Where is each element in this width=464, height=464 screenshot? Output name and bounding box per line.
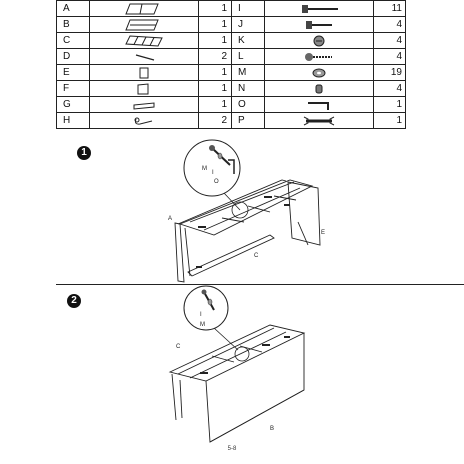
callout-label: O (214, 179, 219, 185)
part-qty: 1 (372, 112, 407, 129)
part-label: A (168, 216, 172, 222)
part-label: C (254, 253, 259, 259)
step-2-fasteners (200, 336, 290, 374)
callout-label: I (212, 170, 214, 176)
callout-label: M (202, 166, 207, 172)
part-qty: 4 (372, 32, 407, 49)
page-number: 5-8 (227, 446, 237, 452)
step-2-callout-circle (183, 285, 229, 331)
parts-table: A 1 I 11 B 1 J 4 C (55, 0, 407, 129)
step-2-callout-detail (201, 289, 215, 311)
part-letter: C (55, 32, 91, 49)
part-letter: L (231, 48, 266, 65)
step-1-badge: 1 (77, 146, 91, 160)
part-letter: P (231, 112, 266, 129)
wrench-icon (264, 112, 374, 129)
part-letter: H (55, 112, 91, 129)
section-divider (56, 284, 464, 285)
step-2-drawing (168, 324, 306, 443)
callout-label: M (200, 322, 205, 328)
parts-row: B 1 J 4 (55, 16, 407, 33)
parts-row: H 2 P 1 (55, 112, 407, 129)
part-label: B (270, 426, 274, 432)
part-label: C (176, 344, 181, 350)
step-1-callout-circle (183, 139, 241, 197)
step-2-badge: 2 (67, 294, 81, 308)
parts-row: E 1 M 19 (55, 64, 407, 81)
part-label: E (321, 230, 325, 236)
parts-row: G 1 O 1 (55, 96, 407, 113)
parts-row: D 2 L 4 (55, 48, 407, 65)
callout-label: I (200, 312, 202, 318)
step-1-callout-detail (209, 145, 235, 174)
step-1-fasteners (196, 196, 290, 268)
